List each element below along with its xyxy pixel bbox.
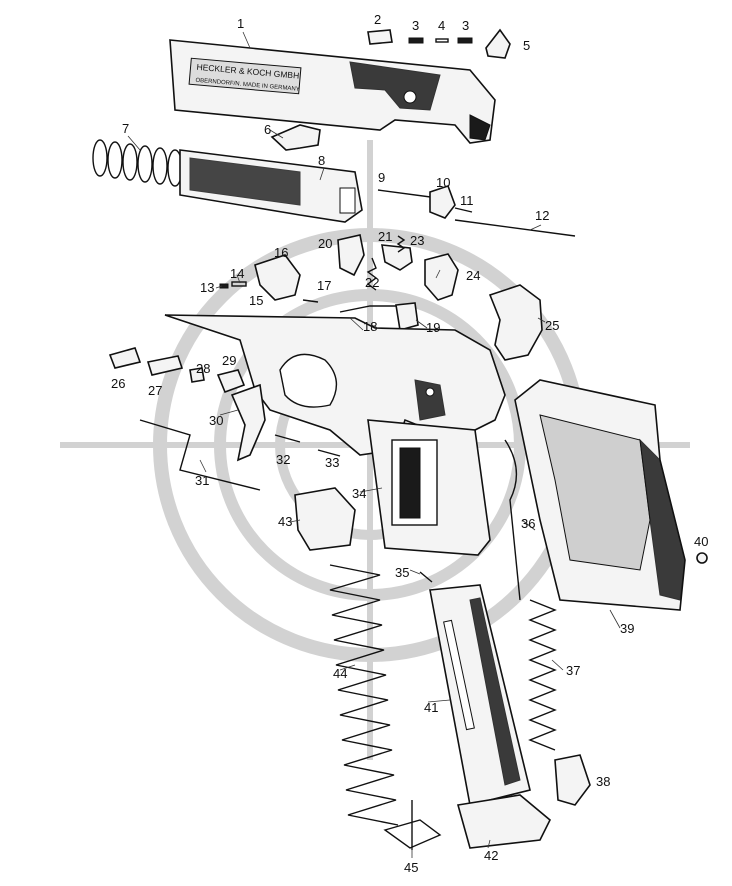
label-p36: 36 (521, 516, 535, 531)
part-10 (429, 184, 456, 219)
label-p18: 18 (363, 319, 377, 334)
label-p31: 31 (195, 473, 209, 488)
part-20 (337, 234, 365, 277)
label-p5: 5 (523, 38, 530, 53)
magazine-spring (329, 564, 399, 826)
part-29 (216, 369, 246, 394)
spring-11 (454, 207, 473, 213)
leader-lines (127, 31, 621, 858)
label-p33: 33 (325, 455, 339, 470)
label-p28: 28 (196, 361, 210, 376)
label-p12: 12 (535, 208, 549, 223)
pin-32 (274, 434, 301, 443)
label-p10: 10 (436, 175, 450, 190)
label-p37: 37 (566, 663, 580, 678)
grip-screw-40 (696, 552, 708, 564)
label-p27: 27 (148, 383, 162, 398)
label-p14: 14 (230, 266, 244, 281)
pin-17 (302, 299, 319, 303)
label-p7: 7 (122, 121, 129, 136)
label-p22: 22 (365, 275, 379, 290)
label-p25: 25 (545, 318, 559, 333)
label-p2: 2 (374, 12, 381, 27)
recoil-spring (92, 139, 183, 187)
part-27 (146, 355, 184, 376)
label-p42: 42 (484, 848, 498, 863)
barrel (179, 149, 363, 223)
part-19 (395, 302, 419, 332)
pin-14 (231, 281, 247, 287)
magazine-follower (294, 487, 356, 551)
magazine-housing (367, 419, 491, 556)
label-p34: 34 (352, 486, 366, 501)
label-p43: 43 (278, 514, 292, 529)
label-p39: 39 (620, 621, 634, 636)
rod-12 (454, 219, 576, 237)
part-45 (383, 800, 442, 850)
label-p26: 26 (111, 376, 125, 391)
label-p1: 1 (237, 16, 244, 31)
rear-sight (367, 29, 393, 45)
pin-3b (457, 37, 473, 44)
label-p29: 29 (222, 353, 236, 368)
label-p38: 38 (596, 774, 610, 789)
magazine (429, 584, 531, 806)
label-p3b: 3 (462, 18, 469, 33)
label-p17: 17 (317, 278, 331, 293)
pin-13 (219, 283, 229, 289)
label-p3a: 3 (412, 18, 419, 33)
label-p23: 23 (410, 233, 424, 248)
part-21 (381, 244, 413, 271)
label-p32: 32 (276, 452, 290, 467)
label-p16: 16 (274, 245, 288, 260)
part-24 (424, 253, 459, 301)
label-p19: 19 (426, 320, 440, 335)
label-p13: 13 (200, 280, 214, 295)
label-p45: 45 (404, 860, 418, 875)
pin-3a (408, 37, 424, 44)
label-p9: 9 (378, 170, 385, 185)
label-p44: 44 (333, 666, 347, 681)
extractor (270, 124, 321, 151)
part-16 (254, 254, 301, 301)
grip-panel (514, 379, 686, 611)
part-36 (504, 439, 521, 601)
pin-33 (317, 449, 341, 457)
part-38 (554, 754, 591, 806)
label-p24: 24 (466, 268, 480, 283)
part-28 (189, 367, 205, 383)
part-26 (108, 347, 142, 369)
spring-23 (396, 235, 406, 253)
label-p21: 21 (378, 229, 392, 244)
label-p11: 11 (460, 193, 474, 208)
frame (164, 314, 506, 456)
label-p6: 6 (264, 122, 271, 137)
pin-4 (435, 38, 449, 43)
mainspring (528, 599, 557, 751)
trigger (230, 383, 266, 462)
slide: HECKLER & KOCH GMBH OBERNDORF/N. MADE IN… (169, 39, 496, 144)
label-p30: 30 (209, 413, 223, 428)
hammer (488, 284, 543, 361)
pin-35 (419, 571, 433, 583)
part-labels: 1 2 3 4 3 5 6 7 8 9 10 11 12 13 14 15 16… (111, 12, 708, 875)
trigger-bar (139, 419, 261, 491)
label-p40: 40 (694, 534, 708, 549)
label-p8: 8 (318, 153, 325, 168)
label-p41: 41 (424, 700, 438, 715)
magazine-base (456, 794, 551, 849)
label-p15: 15 (249, 293, 263, 308)
front-sight (485, 28, 511, 59)
label-p20: 20 (318, 236, 332, 251)
spring-22 (366, 257, 378, 291)
label-p35: 35 (395, 565, 409, 580)
firing-pin (377, 189, 439, 199)
label-p4: 4 (438, 18, 445, 33)
